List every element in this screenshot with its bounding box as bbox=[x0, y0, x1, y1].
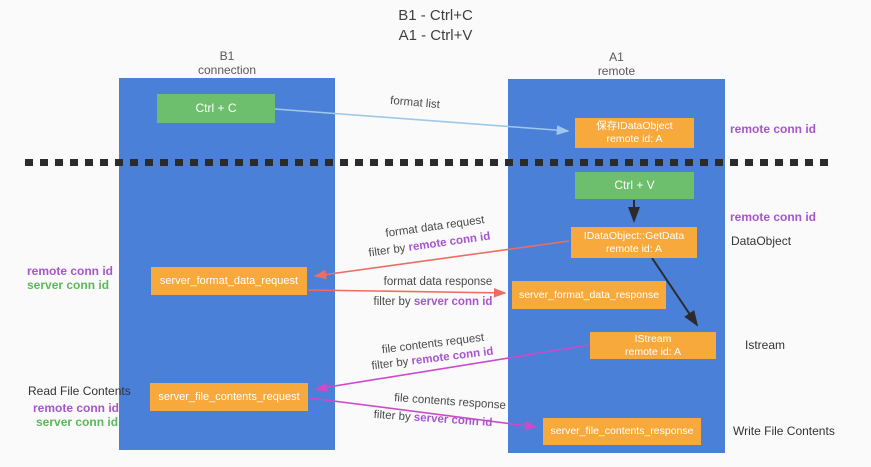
title-line-a1: A1 - Ctrl+V bbox=[398, 27, 473, 44]
server-file-contents-request-node: server_file_contents_request bbox=[150, 383, 308, 411]
left-format-remote-conn-id: remote conn id bbox=[27, 264, 114, 278]
save-idataobject-line1: 保存IDataObject bbox=[596, 120, 673, 132]
server-format-data-request-node: server_format_data_request bbox=[151, 267, 307, 295]
istream-annotation: Istream bbox=[745, 338, 786, 352]
save-idataobject-line2: remote id: A bbox=[606, 133, 663, 145]
server-format-data-response-label: server_format_data_response bbox=[518, 288, 660, 301]
server-format-data-request-label: server_format_data_request bbox=[159, 274, 299, 287]
phase-separator-dashed-line bbox=[25, 159, 831, 166]
filter-by-text: filter by bbox=[373, 408, 415, 424]
left-column-name: B1 bbox=[219, 49, 235, 63]
filter-by-text: filter by bbox=[367, 241, 410, 260]
getdata-line1: IDataObject::GetData bbox=[583, 229, 685, 242]
istream-line2: remote id: A bbox=[624, 345, 682, 358]
server-conn-id-key: server conn id bbox=[413, 411, 493, 430]
format-data-response-arrow bbox=[307, 288, 507, 298]
file-contents-response-filter: filter by server conn id bbox=[373, 409, 494, 429]
format-data-response-filter: filter by server conn id bbox=[373, 296, 493, 308]
title-line-b1: B1 - Ctrl+C bbox=[398, 7, 473, 24]
left-format-server-conn-id: server conn id bbox=[27, 278, 110, 292]
right-top-remote-conn-id: remote conn id bbox=[730, 122, 817, 136]
read-file-contents-annotation: Read File Contents bbox=[28, 384, 131, 398]
idataobject-getdata-node: IDataObject::GetData remote id: A bbox=[571, 227, 697, 258]
diagram-title: B1 - Ctrl+C A1 - Ctrl+V bbox=[0, 6, 871, 46]
format-list-label: format list bbox=[389, 94, 441, 112]
left-file-remote-conn-id: remote conn id bbox=[33, 401, 120, 415]
filter-by-text: filter by bbox=[370, 355, 413, 373]
left-column-header: B1 connection bbox=[119, 49, 335, 77]
write-file-contents-annotation: Write File Contents bbox=[733, 424, 835, 438]
dataobject-annotation: DataObject bbox=[731, 234, 792, 248]
server-file-contents-request-label: server_file_contents_request bbox=[158, 390, 300, 403]
ctrl-c-node: Ctrl + C bbox=[157, 94, 275, 123]
istream-line1: IStream bbox=[634, 332, 672, 345]
save-idataobject-node: 保存IDataObject remote id: A bbox=[575, 118, 694, 148]
istream-node: IStream remote id: A bbox=[590, 332, 716, 359]
right-column-role: remote bbox=[597, 64, 636, 78]
right-column-header: A1 remote bbox=[508, 50, 725, 78]
server-file-contents-response-label: server_file_contents_response bbox=[550, 425, 694, 437]
server-format-data-response-node: server_format_data_response bbox=[512, 281, 666, 309]
format-data-response-label: format data response bbox=[383, 276, 493, 288]
ctrl-v-node: Ctrl + V bbox=[575, 172, 694, 199]
ctrl-c-label: Ctrl + C bbox=[195, 101, 237, 115]
ctrl-v-label: Ctrl + V bbox=[614, 178, 655, 192]
right-column-name: A1 bbox=[609, 50, 624, 64]
file-contents-response-label: file contents response bbox=[393, 392, 507, 412]
getdata-line2: remote id: A bbox=[605, 242, 663, 255]
server-conn-id-key: server conn id bbox=[413, 296, 493, 308]
server-file-contents-response-node: server_file_contents_response bbox=[543, 418, 701, 445]
left-file-server-conn-id: server conn id bbox=[36, 415, 119, 429]
right-mid-remote-conn-id: remote conn id bbox=[730, 210, 817, 224]
left-column-role: connection bbox=[197, 63, 257, 77]
filter-by-text: filter by bbox=[373, 296, 414, 308]
